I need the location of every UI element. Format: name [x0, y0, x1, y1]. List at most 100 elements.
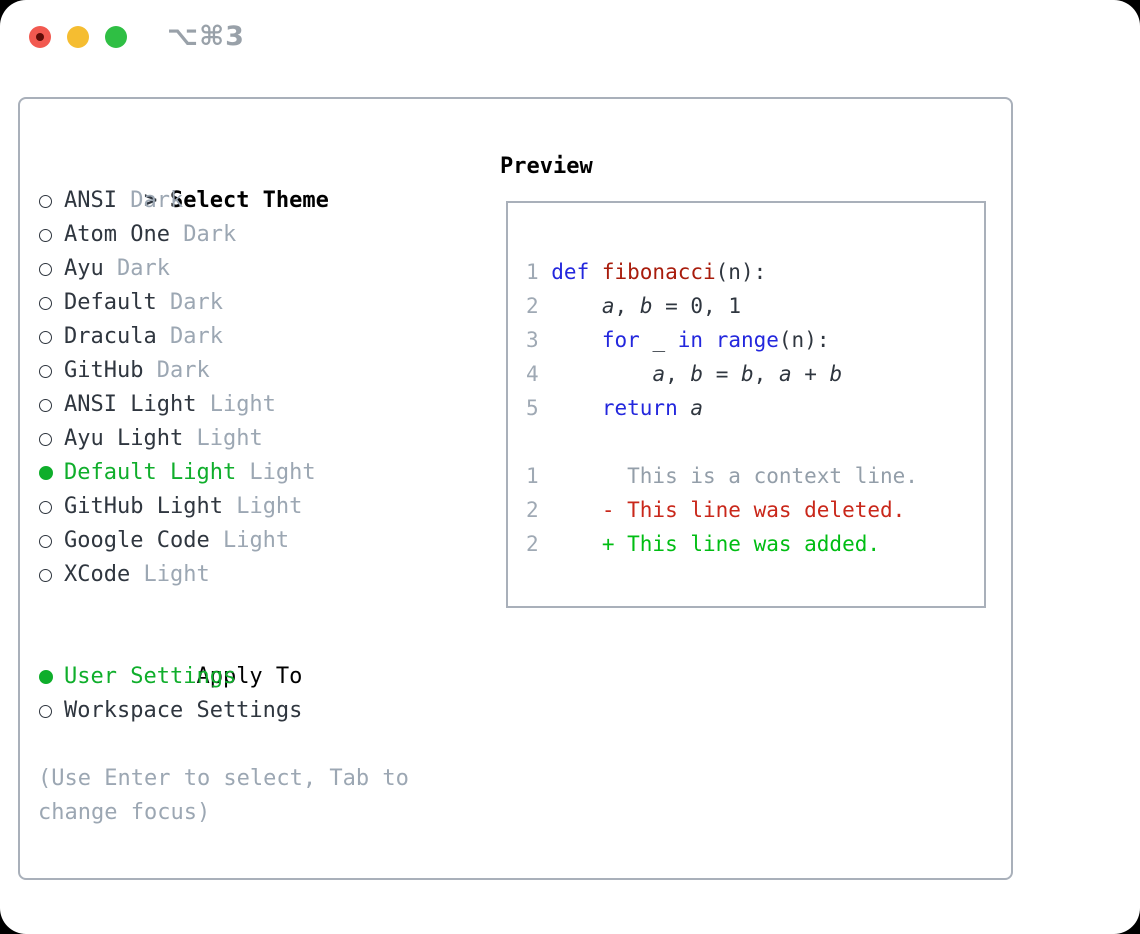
code-token: (n): [715, 260, 767, 284]
code-token: This is a context line. [551, 464, 918, 488]
theme-name: Ayu [64, 256, 104, 281]
theme-variant: Dark [116, 188, 184, 213]
code-line: 2 + This line was added. [526, 527, 976, 561]
line-number: 2 [526, 294, 539, 318]
code-line: 5 return a [526, 391, 976, 425]
apply-option-label: Workspace Settings [64, 698, 303, 723]
keyboard-hint: (Use Enter to select, Tab to change focu… [38, 766, 409, 825]
code-token: b [639, 294, 653, 318]
zoom-button-icon[interactable] [105, 26, 127, 48]
radio-icon [39, 569, 52, 582]
line-number: 5 [526, 396, 539, 420]
code-token: fibonacci [601, 260, 716, 284]
code-line: 2 - This line was deleted. [526, 493, 976, 527]
minimize-button-icon[interactable] [67, 26, 89, 48]
theme-variant: Light [196, 392, 276, 417]
code-token: b [690, 362, 704, 386]
theme-name: Default [64, 290, 157, 315]
code-token: = 0, 1 [652, 294, 741, 318]
theme-option-github-light[interactable]: GitHub Light Light [38, 490, 480, 524]
line-number: 2 [526, 532, 539, 556]
code-token: def [551, 260, 602, 284]
code-token: a [778, 362, 792, 386]
theme-name: Atom One [64, 222, 170, 247]
theme-name: XCode [64, 562, 131, 587]
theme-name: Ayu Light [64, 426, 184, 451]
theme-name: GitHub Light [64, 494, 223, 519]
code-token [551, 396, 602, 420]
apply-option-workspace-settings[interactable]: Workspace Settings [38, 694, 480, 728]
select-theme-header: >Select Theme [38, 150, 480, 213]
line-number [526, 425, 539, 459]
close-button-icon[interactable] [29, 26, 51, 48]
code-token: + This line was added. [551, 532, 881, 556]
theme-variant: Dark [103, 256, 170, 281]
theme-option-dracula[interactable]: Dracula Dark [38, 320, 480, 354]
apply-to-header: Apply To [38, 626, 480, 689]
code-token: b [829, 362, 843, 386]
radio-icon [39, 263, 52, 276]
radio-icon [39, 501, 52, 514]
line-number: 2 [526, 498, 539, 522]
theme-option-ansi-light[interactable]: ANSI Light Light [38, 388, 480, 422]
code-token: a [690, 396, 704, 420]
apply-option-user-settings[interactable]: User Settings [38, 660, 480, 694]
code-token: (n): [778, 328, 830, 352]
theme-variant: Dark [156, 324, 223, 349]
select-theme-label: Select Theme [169, 188, 329, 213]
theme-variant: Light [222, 494, 303, 519]
code-token: , [665, 362, 691, 386]
radio-icon [39, 433, 52, 446]
code-line-blank [526, 425, 976, 459]
theme-option-default[interactable]: Default Dark [38, 286, 480, 320]
code-token: a [601, 294, 615, 318]
code-token [678, 396, 691, 420]
theme-option-atom-one[interactable]: Atom One Dark [38, 218, 480, 252]
theme-variant: Light [209, 528, 290, 553]
code-token [703, 328, 716, 352]
titlebar [29, 26, 127, 48]
radio-icon [39, 535, 52, 548]
preview-label: Preview [500, 154, 593, 179]
code-token: + [791, 362, 830, 386]
apply-option-label: User Settings [64, 664, 237, 689]
theme-option-github[interactable]: GitHub Dark [38, 354, 480, 388]
theme-variant: Dark [169, 222, 237, 247]
code-token: = [703, 362, 741, 386]
theme-option-ayu[interactable]: Ayu Dark [38, 252, 480, 286]
radio-icon [39, 297, 52, 310]
code-token: a [652, 362, 666, 386]
code-token: range [715, 328, 779, 352]
theme-option-default-light[interactable]: Default Light Light [38, 456, 480, 490]
theme-name: Default Light [64, 460, 237, 485]
theme-name: ANSI Light [64, 392, 197, 417]
code-token: - This line was deleted. [551, 498, 906, 522]
theme-name: GitHub [64, 358, 144, 383]
apply-to-label: Apply To [196, 664, 303, 689]
radio-icon [39, 399, 52, 412]
theme-name: Google Code [64, 528, 210, 553]
theme-variant: Dark [143, 358, 210, 383]
theme-variant: Light [183, 426, 263, 451]
code-token: , [614, 294, 640, 318]
radio-selected-icon [39, 466, 53, 480]
code-line: 1 This is a context line. [526, 459, 976, 493]
theme-option-ansi[interactable]: ANSI Dark [38, 184, 480, 218]
theme-option-google-code[interactable]: Google Code Light [38, 524, 480, 558]
code-token: , [753, 362, 779, 386]
theme-name: Dracula [64, 324, 157, 349]
code-token: for [601, 328, 640, 352]
code-token [551, 294, 602, 318]
theme-option-xcode[interactable]: XCode Light [38, 558, 480, 592]
theme-option-ayu-light[interactable]: Ayu Light Light [38, 422, 480, 456]
code-line: 2 a, b = 0, 1 [526, 289, 976, 323]
theme-variant: Light [236, 460, 316, 485]
radio-icon [39, 195, 52, 208]
